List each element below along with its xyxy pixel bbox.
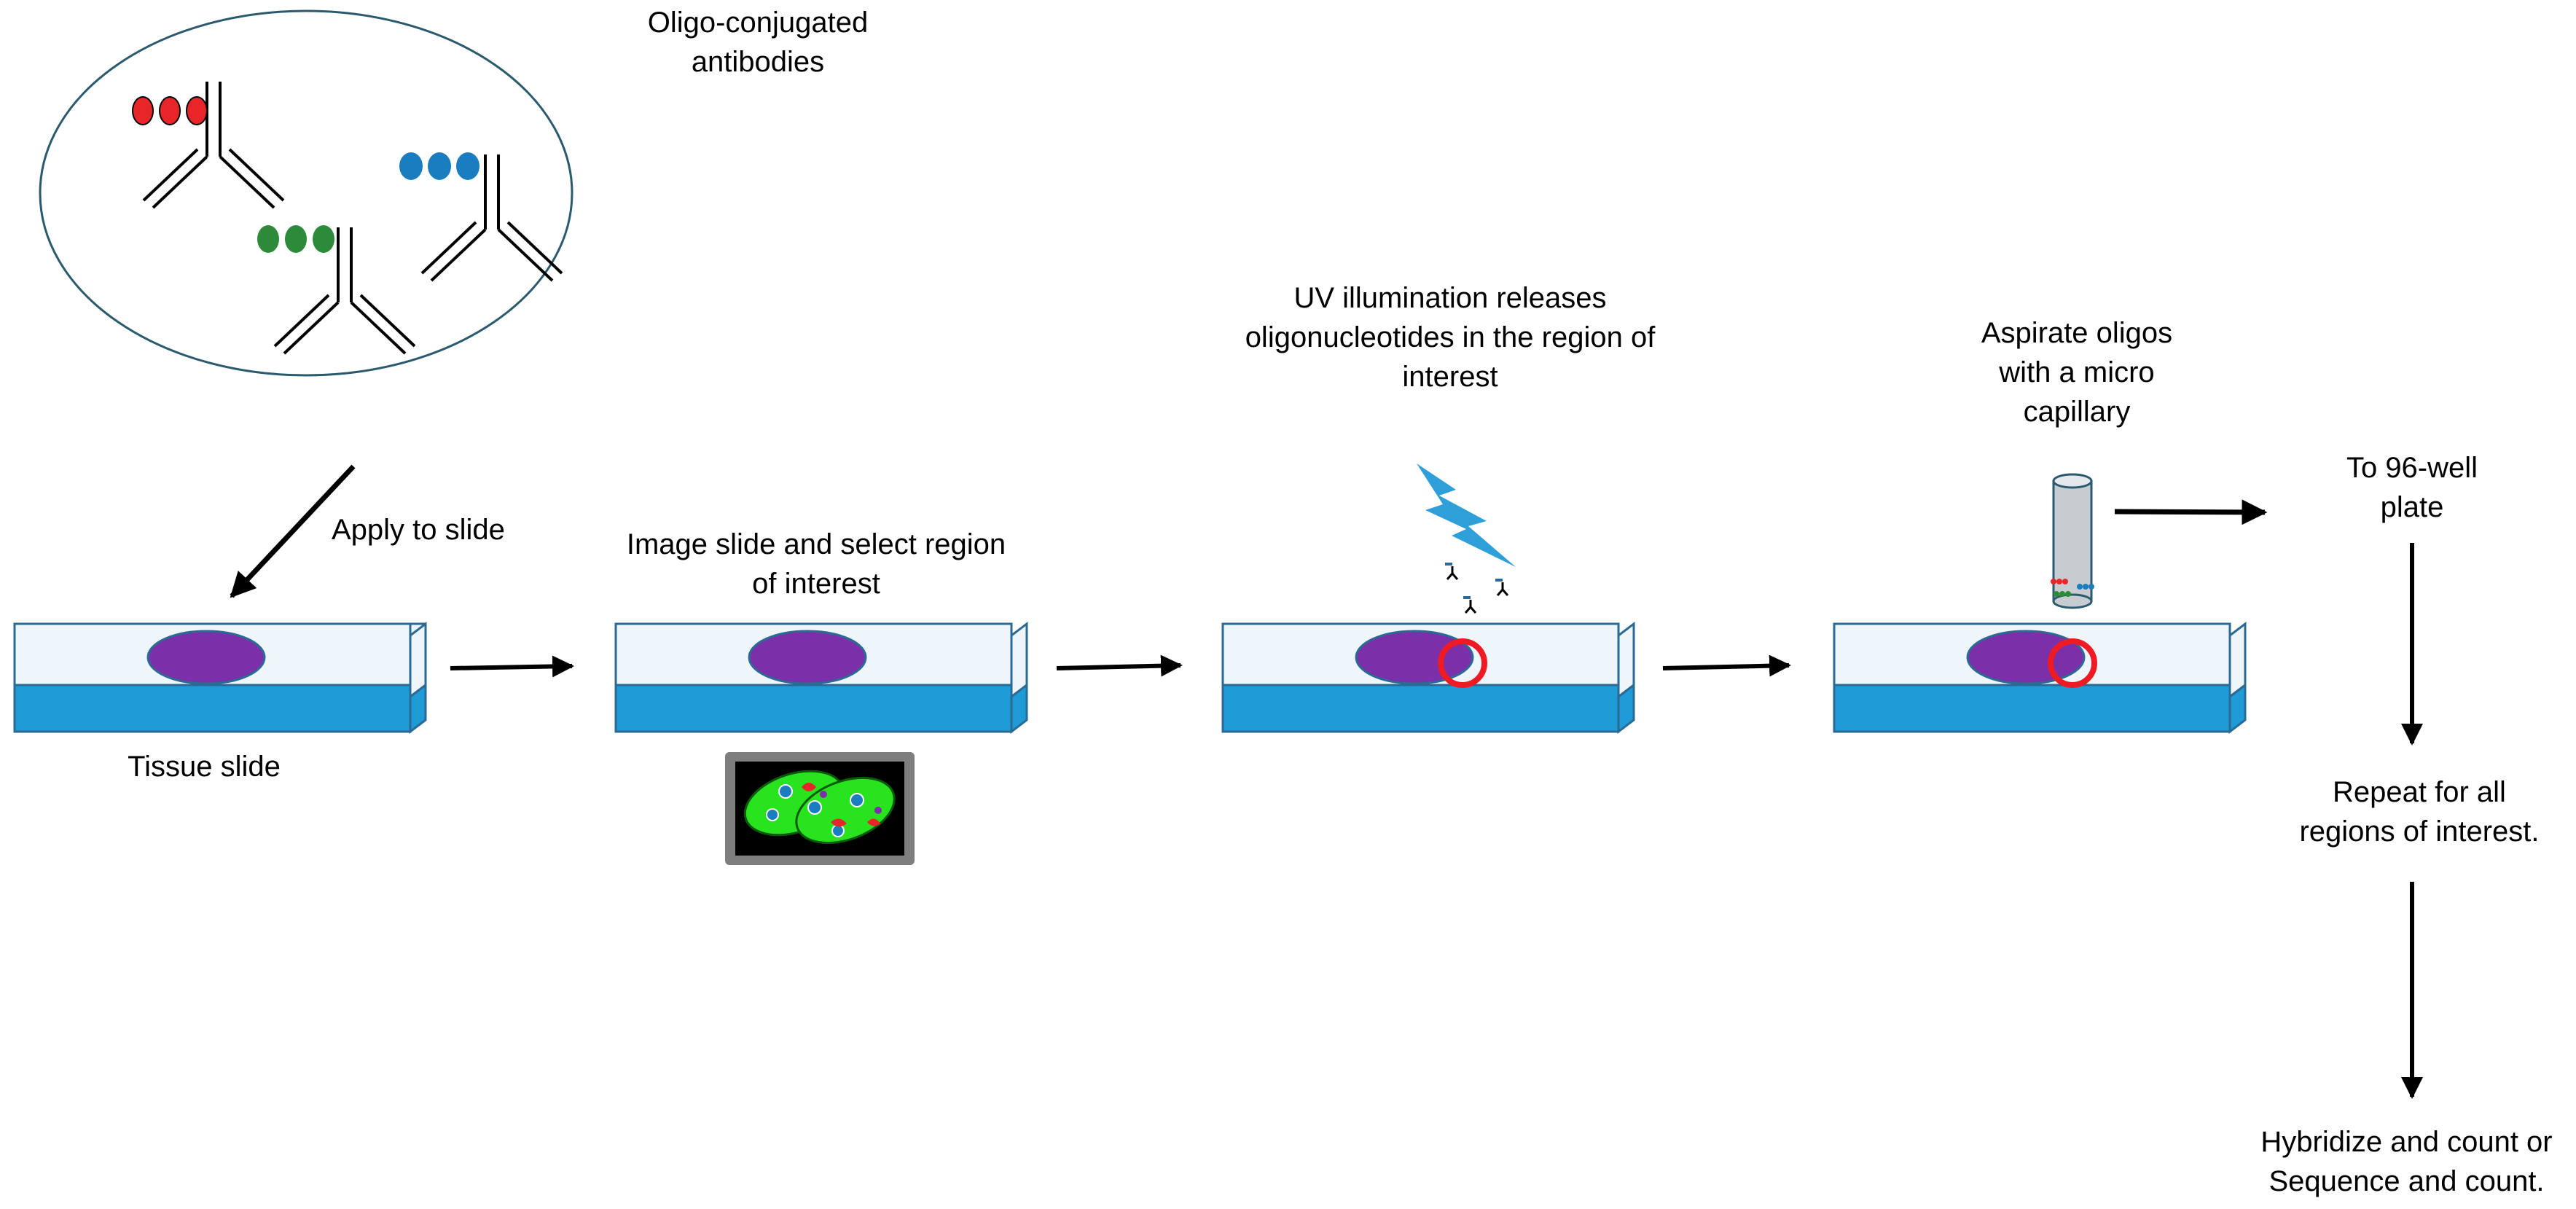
antibodies-label-line2: antibodies	[691, 46, 825, 78]
uv-line2: oligonucleotides in the region of	[1245, 321, 1656, 353]
bead-red-1	[132, 96, 154, 125]
tissue-slide-1	[13, 621, 427, 735]
tissue-slide-4	[1833, 621, 2247, 735]
tissue-section-4	[1966, 630, 2086, 685]
antibody-icon-green	[273, 227, 416, 355]
hybridize-label: Hybridize and count or Sequence and coun…	[2241, 1122, 2572, 1201]
repeat-line2: regions of interest.	[2299, 815, 2540, 848]
image-select-line2: of interest	[752, 568, 880, 600]
antibodies-label-line1: Oligo-conjugated	[647, 7, 869, 39]
apply-label-text: Apply to slide	[332, 514, 505, 546]
hybridize-line1: Hybridize and count or	[2260, 1126, 2553, 1158]
arrow-3-4	[1662, 654, 1791, 677]
roi-ring-3	[1438, 638, 1487, 688]
bead-green-3	[313, 225, 334, 253]
lightning-icon	[1417, 463, 1516, 567]
aspirate-line3: capillary	[2023, 396, 2131, 428]
aspirate-label: Aspirate oligos with a micro capillary	[1953, 313, 2201, 431]
antibody-icon-small-1	[1444, 561, 1459, 581]
antibody-icon-small-3	[1462, 595, 1477, 614]
oligo-beads-red	[132, 96, 208, 125]
roi-ring-4	[2048, 638, 2097, 688]
tissue-slide-label: Tissue slide	[102, 747, 306, 786]
monitor-icon	[725, 752, 915, 865]
image-select-line1: Image slide and select region	[626, 528, 1006, 560]
image-select-label: Image slide and select region of interes…	[598, 525, 1035, 603]
bead-red-3	[186, 96, 208, 125]
released-antibodies	[1444, 561, 1509, 614]
bead-red-2	[159, 96, 181, 125]
tissue-slide-2	[614, 621, 1028, 735]
tissue-section-2	[748, 630, 867, 685]
oligo-beads-green	[257, 225, 334, 253]
bead-blue-1	[399, 152, 423, 180]
antibodies-label: Oligo-conjugated antibodies	[612, 3, 904, 82]
hybridize-line2: Sequence and count.	[2268, 1165, 2545, 1197]
antibody-icon-red	[142, 82, 285, 209]
antibody-icon-small-2	[1494, 577, 1509, 597]
tissue-slide-label-text: Tissue slide	[128, 751, 281, 783]
tissue-section-1	[146, 630, 266, 685]
aspirate-line1: Aspirate oligos	[1981, 317, 2173, 349]
apply-label: Apply to slide	[332, 510, 565, 549]
aspirated-oligos	[2051, 579, 2094, 597]
repeat-label: Repeat for all regions of interest.	[2266, 772, 2572, 851]
bead-blue-2	[428, 152, 451, 180]
antibody-pool-ellipse	[39, 9, 573, 377]
repeat-line1: Repeat for all	[2333, 776, 2506, 808]
uv-line3: interest	[1402, 361, 1498, 393]
oligo-beads-blue	[399, 152, 479, 180]
arrow-apply	[230, 464, 356, 598]
arrow-2-3	[1056, 654, 1183, 677]
tissue-slide-3	[1221, 621, 1635, 735]
cells-image	[743, 770, 896, 845]
bead-blue-3	[456, 152, 479, 180]
to-plate-label: To 96-well plate	[2310, 448, 2514, 527]
to-plate-line2: plate	[2380, 491, 2444, 523]
arrow-1-2	[450, 655, 574, 678]
antibody-icon-blue	[420, 154, 563, 282]
uv-line1: UV illumination releases	[1293, 282, 1607, 314]
to-plate-line1: To 96-well	[2346, 452, 2478, 484]
aspirate-line2: with a micro	[1999, 356, 2155, 388]
bead-green-2	[285, 225, 307, 253]
uv-label: UV illumination releases oligonucleotide…	[1217, 278, 1683, 396]
bead-green-1	[257, 225, 279, 253]
